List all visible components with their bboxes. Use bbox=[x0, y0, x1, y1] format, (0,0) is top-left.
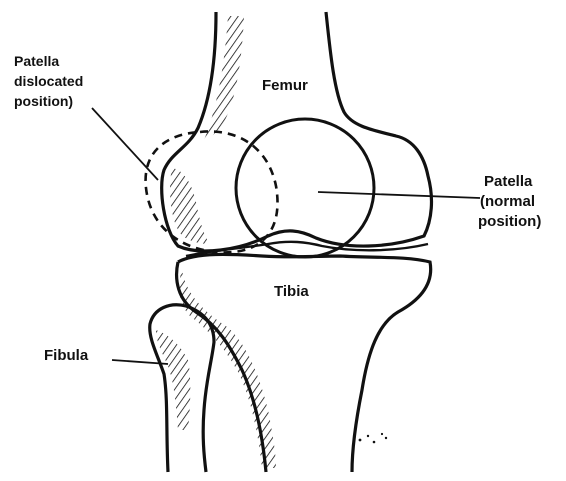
label-femur: Femur bbox=[262, 77, 308, 94]
leader-line-patella-dislocated bbox=[92, 108, 158, 180]
speckle-marks bbox=[359, 433, 388, 443]
label-patella-normal-line3: position) bbox=[478, 213, 541, 230]
fibula-shading bbox=[156, 330, 190, 430]
fibula-bone bbox=[150, 305, 214, 472]
label-patella-dislocated-line1: Patella bbox=[14, 53, 59, 69]
label-patella-dislocated-line3: position) bbox=[14, 93, 73, 109]
label-patella-normal-line1: Patella bbox=[484, 173, 533, 190]
patella-normal bbox=[236, 119, 374, 257]
label-patella-normal-line2: (normal bbox=[480, 193, 535, 210]
label-patella-dislocated-line2: dislocated bbox=[14, 73, 83, 89]
tibia-shading bbox=[179, 270, 276, 468]
label-fibula: Fibula bbox=[44, 347, 89, 364]
tibia-bone bbox=[177, 242, 431, 472]
leader-line-patella-normal bbox=[318, 192, 480, 198]
femur-condyle-shading bbox=[170, 168, 210, 244]
patella-dislocated bbox=[146, 131, 278, 252]
label-tibia: Tibia bbox=[274, 283, 309, 300]
